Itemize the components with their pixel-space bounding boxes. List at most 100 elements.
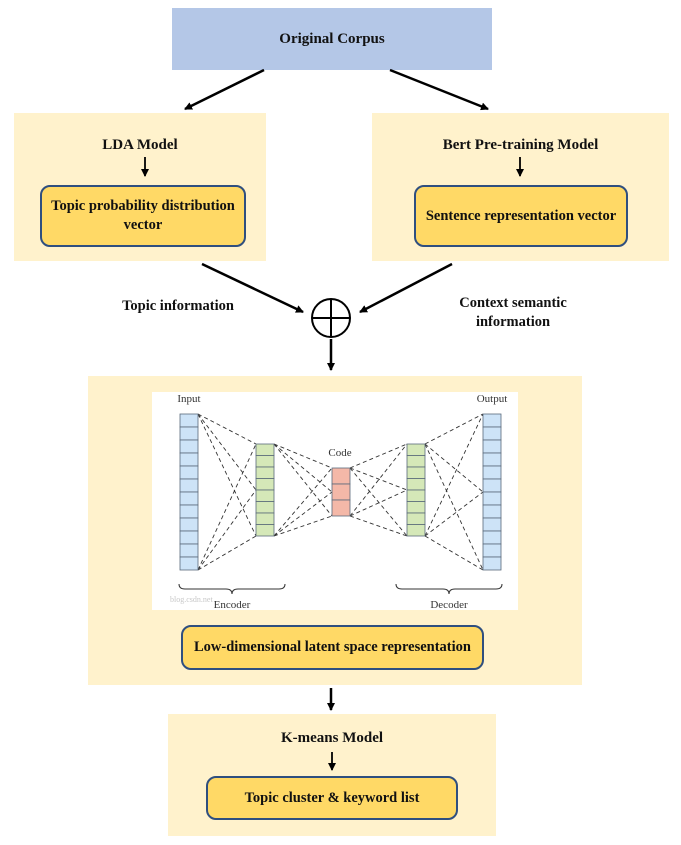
connection-line xyxy=(349,515,408,537)
output-label: Output xyxy=(477,393,508,405)
decoder-brace xyxy=(395,583,503,595)
bert-model-panel: Bert Pre-training Model Sentence represe… xyxy=(372,113,669,261)
connection-line xyxy=(273,491,333,537)
layer-encoder-hidden-unit xyxy=(255,501,275,514)
layer-encoder-hidden-unit xyxy=(255,455,275,468)
connection-line xyxy=(349,467,408,537)
connection-line xyxy=(349,443,408,469)
connection-line xyxy=(349,443,408,517)
layer-input-unit xyxy=(179,504,199,519)
layer-encoder-hidden-unit xyxy=(255,466,275,479)
autoencoder-diagram: Input Output Code Encoder Decoder blog.c… xyxy=(152,392,518,611)
layer-output-unit xyxy=(482,439,502,454)
decoder-label: Decoder xyxy=(430,599,468,610)
lda-model-panel: LDA Model Topic probability distribution… xyxy=(14,113,266,261)
layer-output-unit xyxy=(482,543,502,558)
code-label: Code xyxy=(328,447,351,459)
topic-cluster-keyword-list-label: Topic cluster & keyword list xyxy=(244,789,420,806)
encoder-brace xyxy=(178,583,286,595)
connection-line xyxy=(424,443,484,493)
latent-space-representation-label: Low-dimensional latent space representat… xyxy=(194,639,471,655)
layer-encoder-hidden xyxy=(255,443,275,537)
layer-output-unit xyxy=(482,530,502,545)
arrow-corpus-to-lda xyxy=(184,68,265,111)
layer-decoder-hidden-unit xyxy=(406,443,426,456)
connection-line xyxy=(197,443,257,571)
layer-input-unit xyxy=(179,452,199,467)
layer-output-unit xyxy=(482,491,502,506)
connection-line xyxy=(197,413,257,537)
connection-line xyxy=(349,467,408,491)
layer-output-unit xyxy=(482,465,502,480)
layer-decoder-hidden-unit xyxy=(406,512,426,525)
layer-code-unit xyxy=(331,483,351,501)
layer-output-unit xyxy=(482,517,502,532)
layer-decoder-hidden-unit xyxy=(406,466,426,479)
layer-input-unit xyxy=(179,517,199,532)
layer-code-unit xyxy=(331,467,351,485)
layer-input-unit xyxy=(179,556,199,571)
layer-decoder-hidden-unit xyxy=(406,524,426,537)
connection-line xyxy=(197,535,257,571)
connection-line xyxy=(197,413,257,491)
encoder-label: Encoder xyxy=(214,599,251,610)
layer-output-unit xyxy=(482,478,502,493)
layer-input-unit xyxy=(179,478,199,493)
sentence-representation-vector-box: Sentence representation vector xyxy=(414,185,628,247)
latent-space-representation-box: Low-dimensional latent space representat… xyxy=(181,625,484,670)
layer-encoder-hidden-unit xyxy=(255,443,275,456)
layer-decoder-hidden-unit xyxy=(406,501,426,514)
kmeans-model-title: K-means Model xyxy=(280,730,384,746)
topic-probability-vector-label: Topic probability distribution vector xyxy=(51,198,235,233)
connection-line xyxy=(424,535,484,571)
connection-line xyxy=(424,443,484,571)
layer-output-unit xyxy=(482,504,502,519)
sentence-representation-vector-label: Sentence representation vector xyxy=(425,207,617,224)
connection-line xyxy=(273,467,333,537)
fusion-plus-icon xyxy=(311,298,351,338)
layer-input-unit xyxy=(179,426,199,441)
input-label: Input xyxy=(177,393,200,405)
layer-code-unit xyxy=(331,499,351,517)
layer-encoder-hidden-unit xyxy=(255,478,275,491)
connection-line xyxy=(273,443,333,469)
layer-output-unit xyxy=(482,413,502,428)
layer-decoder-hidden xyxy=(406,443,426,537)
layer-output xyxy=(482,413,502,571)
arrow-corpus-to-bert xyxy=(389,68,489,111)
layer-output-unit xyxy=(482,556,502,571)
layer-output-unit xyxy=(482,426,502,441)
layer-output-unit xyxy=(482,452,502,467)
connection-line xyxy=(424,413,484,445)
layer-input-unit xyxy=(179,439,199,454)
layer-input xyxy=(179,413,199,571)
layer-encoder-hidden-unit xyxy=(255,512,275,525)
connection-line xyxy=(273,443,333,517)
layer-input-unit xyxy=(179,530,199,545)
watermark-text: blog.csdn.net xyxy=(170,595,213,604)
layer-code xyxy=(331,467,351,517)
connection-line xyxy=(273,515,333,537)
topic-information-label: Topic information xyxy=(122,298,234,314)
layer-decoder-hidden-unit xyxy=(406,478,426,491)
original-corpus-box: Original Corpus xyxy=(172,8,492,70)
layer-input-unit xyxy=(179,413,199,428)
kmeans-model-panel: K-means Model Topic cluster & keyword li… xyxy=(168,714,496,836)
layer-decoder-hidden-unit xyxy=(406,455,426,468)
layer-input-unit xyxy=(179,491,199,506)
layer-input-unit xyxy=(179,543,199,558)
connection-line xyxy=(349,489,408,517)
connection-line xyxy=(424,491,484,537)
topic-probability-vector-box: Topic probability distribution vector xyxy=(40,185,246,247)
topic-cluster-keyword-list-box: Topic cluster & keyword list xyxy=(206,776,458,820)
connection-line xyxy=(273,443,333,493)
layer-encoder-hidden-unit xyxy=(255,524,275,537)
connection-line xyxy=(424,413,484,537)
original-corpus-label: Original Corpus xyxy=(279,30,385,47)
layer-input-unit xyxy=(179,465,199,480)
lda-model-title: LDA Model xyxy=(102,137,178,153)
bert-model-title: Bert Pre-training Model xyxy=(442,137,599,153)
autoencoder-network: Input Output Code Encoder Decoder blog.c… xyxy=(170,393,508,611)
layer-encoder-hidden-unit xyxy=(255,489,275,502)
context-semantic-information-label: Context semantic information xyxy=(459,295,567,330)
